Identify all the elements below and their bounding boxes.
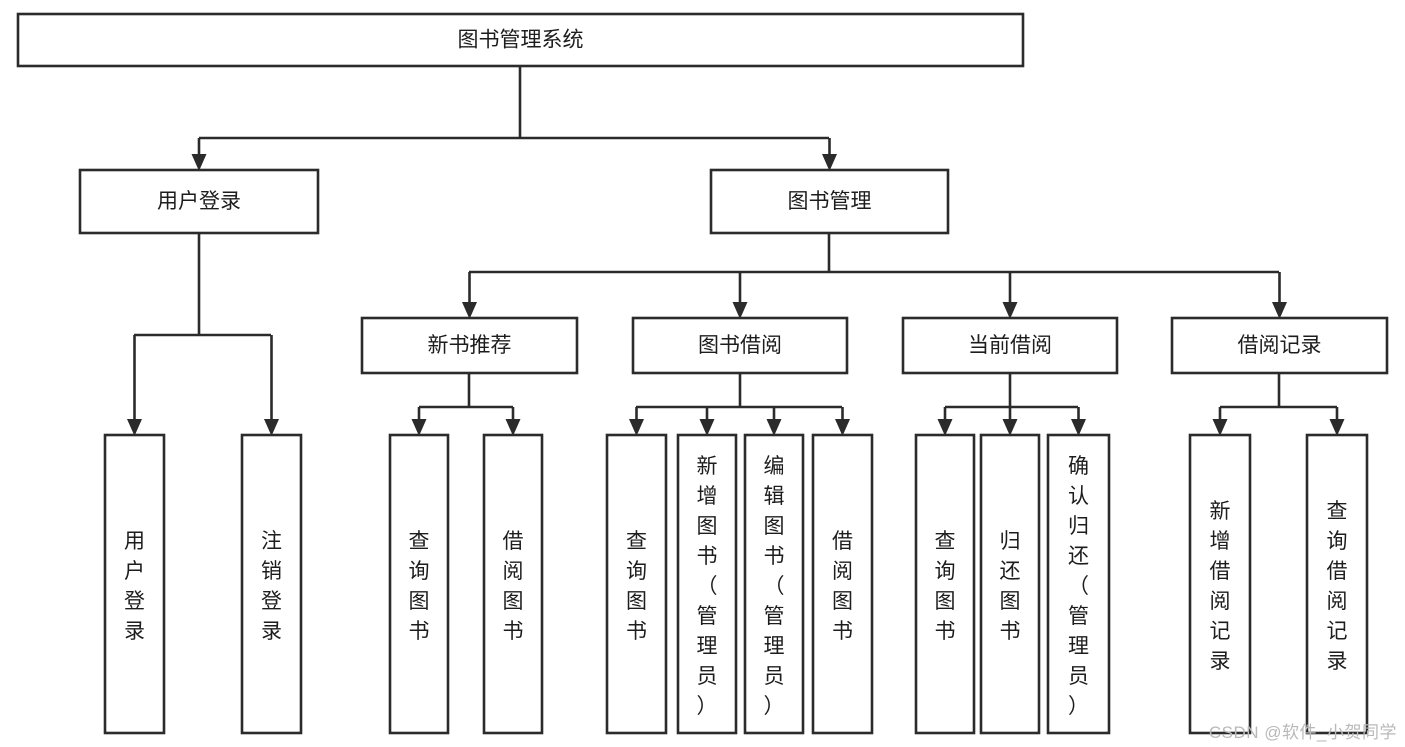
edge-new-book-recommend-to-leaf-query-book-1 xyxy=(411,407,427,436)
edge-user-login-to-leaf-logout-login xyxy=(264,335,279,436)
node-label-leaf-add-book-admin: 新增图书（管理员） xyxy=(697,455,718,718)
node-label-user-login: 用户登录 xyxy=(157,190,241,213)
node-label-leaf-query-book-3: 查询图书 xyxy=(935,530,956,643)
node-label-leaf-confirm-return-admin: 确认归还（管理员） xyxy=(1068,455,1089,718)
edge-current-borrow-to-leaf-return-book xyxy=(1002,407,1018,436)
edge-book-management-to-current-borrow xyxy=(1002,272,1018,319)
node-label-leaf-borrow-book-1: 借阅图书 xyxy=(503,530,524,643)
node-label-new-book-recommend: 新书推荐 xyxy=(428,334,512,357)
node-label-leaf-return-book: 归还图书 xyxy=(1000,530,1021,643)
node-label-leaf-add-borrow-record: 新增借阅记录 xyxy=(1210,500,1231,673)
edge-book-borrow-to-leaf-edit-book-admin xyxy=(766,407,782,436)
node-leaf-query-book-2[interactable]: 查询图书 xyxy=(605,433,668,735)
node-new-book-recommend[interactable]: 新书推荐 xyxy=(360,316,579,375)
edge-borrow-record-to-leaf-query-borrow-record xyxy=(1329,407,1345,436)
node-label-leaf-logout-login: 注销登录 xyxy=(261,530,282,643)
edge-new-book-recommend-to-leaf-borrow-book-1 xyxy=(505,407,521,436)
node-label-leaf-user-login: 用户登录 xyxy=(124,530,145,643)
node-root[interactable]: 图书管理系统 xyxy=(16,12,1025,68)
edge-root-to-book-management xyxy=(822,138,837,171)
watermark-text: CSDN @软件_小贺同学 xyxy=(1208,723,1397,742)
connector-bus-borrow-record xyxy=(1220,373,1337,409)
node-leaf-add-book-admin[interactable]: 新增图书（管理员） xyxy=(676,433,738,735)
connector-bus-book-management xyxy=(469,233,1279,274)
connectors-layer xyxy=(127,66,1345,436)
node-leaf-query-borrow-record[interactable]: 查询借阅记录 xyxy=(1305,433,1369,735)
node-label-borrow-record: 借阅记录 xyxy=(1238,334,1322,357)
edge-book-management-to-new-book-recommend xyxy=(462,272,477,319)
edge-current-borrow-to-leaf-confirm-return-admin xyxy=(1071,407,1086,436)
edge-book-borrow-to-leaf-query-book-2 xyxy=(629,407,644,436)
node-borrow-record[interactable]: 借阅记录 xyxy=(1170,316,1389,375)
edge-user-login-to-leaf-user-login xyxy=(127,335,142,436)
node-leaf-borrow-book-2[interactable]: 借阅图书 xyxy=(811,433,874,735)
node-leaf-query-book-1[interactable]: 查询图书 xyxy=(388,433,450,735)
edge-book-management-to-borrow-record xyxy=(1272,272,1287,319)
node-leaf-return-book[interactable]: 归还图书 xyxy=(979,433,1041,735)
edge-book-management-to-book-borrow xyxy=(732,272,748,319)
node-label-root: 图书管理系统 xyxy=(458,29,584,52)
connector-bus-new-book xyxy=(419,373,513,409)
edge-book-borrow-to-leaf-borrow-book-2 xyxy=(835,407,850,436)
node-label-leaf-edit-book-admin: 编辑图书（管理员） xyxy=(764,455,785,718)
edge-root-to-user-login xyxy=(191,138,207,171)
node-leaf-add-borrow-record[interactable]: 新增借阅记录 xyxy=(1188,433,1252,735)
node-leaf-confirm-return-admin[interactable]: 确认归还（管理员） xyxy=(1046,433,1111,735)
node-book-borrow[interactable]: 图书借阅 xyxy=(631,316,849,375)
node-leaf-edit-book-admin[interactable]: 编辑图书（管理员） xyxy=(743,433,805,735)
connector-bus-book-borrow xyxy=(636,373,842,409)
node-label-book-borrow: 图书借阅 xyxy=(698,334,782,357)
node-leaf-query-book-3[interactable]: 查询图书 xyxy=(914,433,976,735)
edge-current-borrow-to-leaf-query-book-3 xyxy=(937,407,953,436)
nodes-layer: 图书管理系统用户登录图书管理新书推荐图书借阅当前借阅借阅记录用户登录注销登录查询… xyxy=(16,12,1389,735)
node-label-current-borrow: 当前借阅 xyxy=(968,334,1052,357)
node-label-leaf-query-book-2: 查询图书 xyxy=(626,530,647,643)
node-label-leaf-query-book-1: 查询图书 xyxy=(409,530,430,643)
node-label-book-management: 图书管理 xyxy=(788,190,872,213)
node-user-login[interactable]: 用户登录 xyxy=(78,168,320,235)
node-leaf-borrow-book-1[interactable]: 借阅图书 xyxy=(482,433,544,735)
connector-bus-user-login xyxy=(134,233,271,337)
node-leaf-user-login[interactable]: 用户登录 xyxy=(103,433,166,735)
node-label-leaf-borrow-book-2: 借阅图书 xyxy=(832,530,853,643)
node-book-management[interactable]: 图书管理 xyxy=(709,168,950,235)
connector-bus-root xyxy=(199,66,829,140)
node-label-leaf-query-borrow-record: 查询借阅记录 xyxy=(1327,500,1348,673)
edge-book-borrow-to-leaf-add-book-admin xyxy=(699,407,715,436)
node-leaf-logout-login[interactable]: 注销登录 xyxy=(240,433,303,735)
node-current-borrow[interactable]: 当前借阅 xyxy=(901,316,1119,375)
connector-bus-current-borrow xyxy=(945,373,1078,409)
edge-borrow-record-to-leaf-add-borrow-record xyxy=(1212,407,1228,436)
